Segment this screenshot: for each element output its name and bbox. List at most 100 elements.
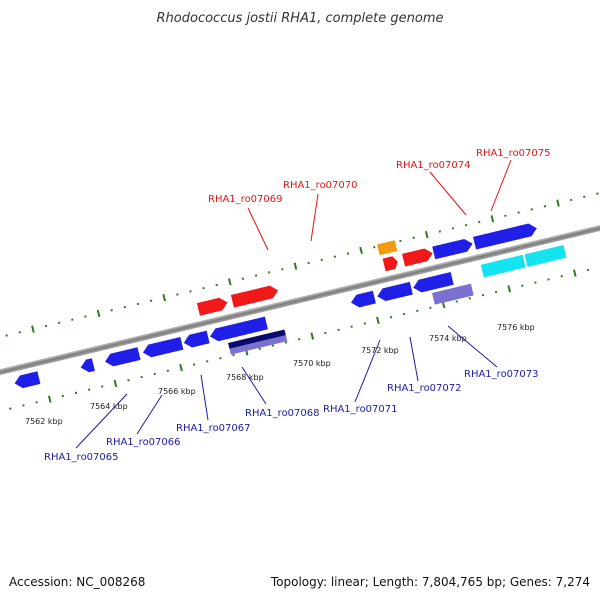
scale-tick-minor xyxy=(534,281,537,284)
scale-tick-major xyxy=(293,262,298,270)
scale-tick-minor xyxy=(22,404,25,407)
gene-feature-right-upper-2[interactable] xyxy=(473,222,538,250)
scale-tick-minor xyxy=(74,391,78,395)
gene-feature-ro07074-orange[interactable] xyxy=(377,240,398,256)
scale-tick-major xyxy=(490,215,495,223)
gene-label[interactable]: RHA1_ro07065 xyxy=(44,452,119,463)
scale-tick-minor xyxy=(586,268,590,272)
gene-feature-ro07065b[interactable] xyxy=(79,358,95,374)
scale-tick-minor xyxy=(596,192,599,195)
scale-label: 7576 kbp xyxy=(497,323,535,332)
leader-line xyxy=(75,393,128,449)
genome-summary: Topology: linear; Length: 7,804,765 bp; … xyxy=(270,575,590,589)
scale-tick-minor xyxy=(9,407,12,410)
scale-tick-major xyxy=(47,395,52,403)
scale-tick-major xyxy=(573,269,577,277)
scale-tick-major xyxy=(441,300,446,309)
scale-tick-minor xyxy=(87,388,91,391)
gene-feature-ro07069[interactable] xyxy=(196,296,229,316)
scale-tick-minor xyxy=(219,356,222,360)
gene-feature-cyan-1[interactable] xyxy=(480,254,526,278)
scale-ticks-top xyxy=(5,192,599,337)
gene-feature-ro07065[interactable] xyxy=(13,371,41,389)
genes-bottom xyxy=(13,244,567,389)
scale-tick-major xyxy=(376,316,380,325)
scale-tick-minor xyxy=(333,255,337,258)
gene-feature-ro07068[interactable] xyxy=(209,316,268,343)
scale-tick-minor xyxy=(258,347,261,350)
scale-tick-minor xyxy=(583,195,586,198)
gene-feature-ro07068-navy[interactable] xyxy=(228,329,286,349)
leader-line xyxy=(490,159,512,212)
scale-tick-minor xyxy=(481,293,485,297)
scale-tick-minor xyxy=(530,208,533,211)
scale-tick-minor xyxy=(337,328,340,332)
gene-feature-right-upper-1[interactable] xyxy=(432,237,474,260)
scale-tick-minor xyxy=(271,344,275,347)
accession-label: Accession: NC_008268 xyxy=(9,575,145,589)
scale-tick-minor xyxy=(494,290,498,294)
gene-feature-ro07073[interactable] xyxy=(432,283,474,305)
gene-feature-ro07072[interactable] xyxy=(412,272,454,294)
gene-label[interactable]: RHA1_ro07066 xyxy=(106,437,181,448)
scale-tick-minor xyxy=(232,353,235,357)
scale-tick-minor xyxy=(389,316,393,319)
scale-tick-minor xyxy=(268,271,271,274)
gene-feature-ro07075[interactable] xyxy=(402,247,434,267)
gene-label[interactable]: RHA1_ro07068 xyxy=(245,408,320,419)
scale-tick-major xyxy=(228,278,232,286)
scale-label: 7566 kbp xyxy=(158,387,196,396)
scale-tick-minor xyxy=(44,324,48,328)
scale-label: 7564 kbp xyxy=(90,402,128,411)
scale-tick-minor xyxy=(254,274,258,277)
gene-feature-ro07071b[interactable] xyxy=(376,281,413,303)
scale-tick-major xyxy=(359,246,363,255)
scale-label: 7572 kbp xyxy=(361,346,399,355)
gene-feature-ro07070[interactable] xyxy=(230,284,280,308)
scale-tick-major xyxy=(556,199,560,207)
scale-tick-minor xyxy=(241,277,245,280)
scale-tick-minor xyxy=(206,360,209,363)
scale-tick-minor xyxy=(153,372,156,376)
scale-tick-minor xyxy=(123,305,127,309)
gene-feature-ro07066[interactable] xyxy=(104,347,141,368)
scale-tick-minor xyxy=(61,394,65,398)
scale-tick-minor xyxy=(346,252,350,255)
gene-label[interactable]: RHA1_ro07072 xyxy=(387,383,462,394)
gene-feature-cyan-2[interactable] xyxy=(524,244,567,267)
gene-feature-ro07071[interactable] xyxy=(350,290,376,309)
leader-line xyxy=(200,374,209,421)
scale-tick-minor xyxy=(110,309,113,312)
gene-label[interactable]: RHA1_ro07069 xyxy=(208,194,283,205)
gene-feature-ro07067[interactable] xyxy=(141,336,184,359)
scale-tick-minor xyxy=(521,284,524,287)
gene-feature-ro07074[interactable] xyxy=(382,255,400,272)
scale-tick-minor xyxy=(127,379,130,382)
scale-tick-minor xyxy=(166,369,170,373)
scale-tick-minor xyxy=(416,309,419,313)
scale-tick-minor xyxy=(189,290,192,293)
scale-tick-minor xyxy=(101,385,104,388)
scale-tick-minor xyxy=(71,318,74,321)
gene-labels-bottom: RHA1_ro07065 RHA1_ro07066 RHA1_ro07067 R… xyxy=(44,369,539,463)
gene-label-leaders xyxy=(75,159,512,449)
scale-tick-major xyxy=(162,294,166,302)
gene-label[interactable]: RHA1_ro07067 xyxy=(176,423,251,434)
gene-label[interactable]: RHA1_ro07073 xyxy=(464,369,539,380)
gene-label[interactable]: RHA1_ro07074 xyxy=(396,160,471,171)
gene-feature-ro07067b[interactable] xyxy=(182,330,210,349)
leader-line xyxy=(447,325,498,368)
gene-label[interactable]: RHA1_ro07075 xyxy=(476,148,551,159)
gene-feature-ro07068-lavender[interactable] xyxy=(229,335,288,355)
scale-tick-minor xyxy=(363,322,366,325)
scale-tick-minor xyxy=(373,246,376,249)
gene-label[interactable]: RHA1_ro07071 xyxy=(323,404,398,415)
scale-tick-minor xyxy=(215,283,218,287)
scale-tick-minor xyxy=(438,230,442,233)
genes-top xyxy=(196,222,538,316)
scale-label: 7568 kbp xyxy=(226,373,264,382)
scale-tick-minor xyxy=(412,236,415,239)
scale-tick-minor xyxy=(176,293,179,296)
gene-label[interactable]: RHA1_ro07070 xyxy=(283,180,358,191)
